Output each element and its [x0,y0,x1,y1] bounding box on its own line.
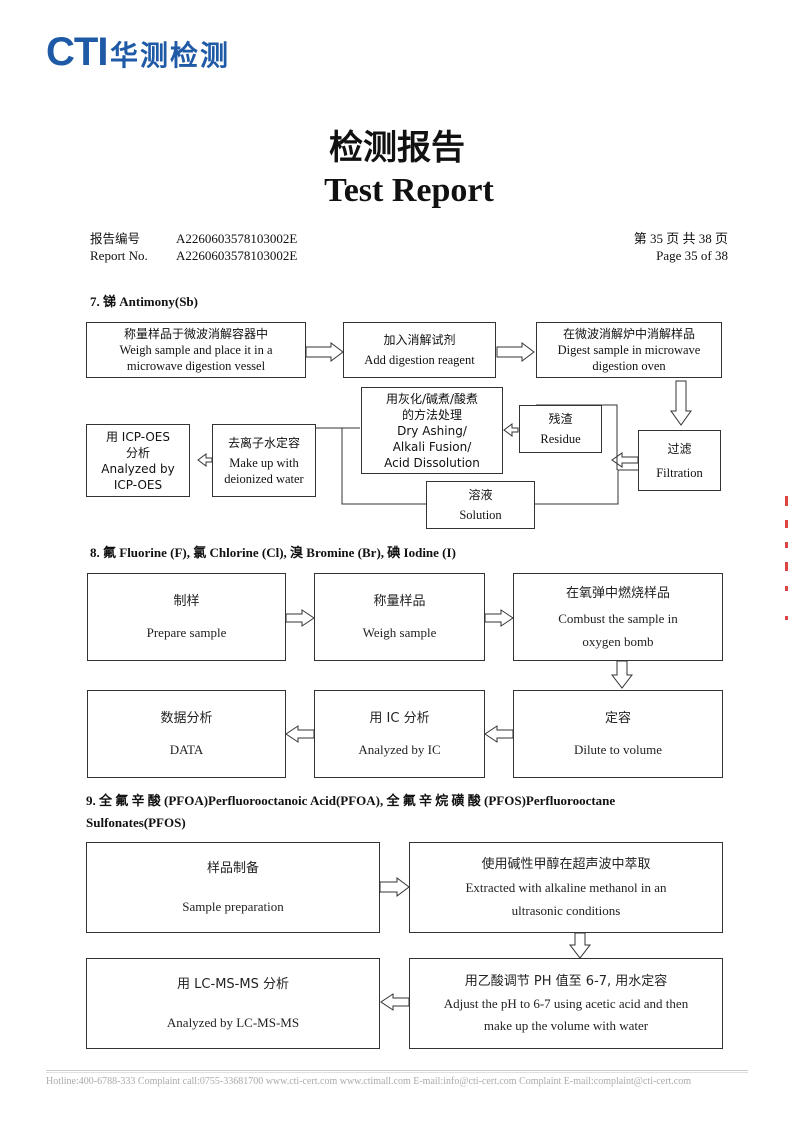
footer-divider-secondary [46,1072,748,1073]
step-lc-ms-ms: 用 LC-MS-MS 分析 Analyzed by LC-MS-MS [86,958,380,1049]
arrow-right [379,877,410,897]
footer-contact: Hotline:400-6788-333 Complaint call:0755… [46,1076,692,1087]
step-analyzed-by-ic: 用 IC 分析 Analyzed by IC [314,690,485,778]
arrow-down [610,660,634,689]
section-9-title: 9. 全 氟 辛 酸 (PFOA)Perfluorooctanoic Acid(… [86,793,616,808]
page-number-cn: 第 35 页 共 38 页 [633,231,728,246]
step-weigh-sample-vessel: 称量样品于微波消解容器中 Weigh sample and place it i… [86,322,306,378]
step-filtration: 过滤 Filtration [638,430,721,491]
arrow-left [197,453,213,467]
arrow-left [503,423,519,437]
arrow-down [670,380,692,426]
step-digest-microwave: 在微波消解炉中消解样品 Digest sample in microwave d… [536,322,722,378]
step-weigh-sample: 称量样品 Weigh sample [314,573,485,661]
arrow-down [568,932,592,959]
step-icp-oes: 用 ICP-OES 分析 Analyzed by ICP-OES [86,424,190,497]
step-sample-preparation: 样品制备 Sample preparation [86,842,380,933]
report-no-label-cn: 报告编号 [90,231,141,246]
report-no-label-en: Report No. [90,248,148,263]
step-dry-ashing: 用灰化/碱煮/酸煮 的方法处理 Dry Ashing/ Alkali Fusio… [361,387,503,474]
report-title-cn: 检测报告 [329,128,465,168]
step-dilute-to-volume: 定容 Dilute to volume [513,690,723,778]
step-add-digestion-reagent: 加入消解试剂 Add digestion reagent [343,322,496,378]
arrow-left [380,993,410,1011]
page-number-en: Page 35 of 38 [656,248,728,263]
arrow-left [611,452,639,468]
section-7-title: 7. 锑 Antimony(Sb) [90,294,198,309]
arrow-left [484,725,514,743]
footer-divider [46,1070,748,1071]
company-logo: CTI [46,30,108,74]
step-residue: 残渣 Residue [519,405,602,453]
report-title-en: Test Report [324,172,494,209]
step-solution: 溶液 Solution [426,481,535,529]
section-9-title-cont: Sulfonates(PFOS) [86,815,186,830]
step-extract-alkaline-methanol: 使用碱性甲醇在超声波中萃取 Extracted with alkaline me… [409,842,723,933]
arrow-right [484,609,514,627]
report-no-cn: A2260603578103002E [176,231,298,246]
step-adjust-ph: 用乙酸调节 PH 值至 6-7, 用水定容 Adjust the pH to 6… [409,958,723,1049]
step-make-up-deionized: 去离子水定容 Make up with deionized water [212,424,316,497]
arrow-right [496,342,535,362]
arrow-left [285,725,315,743]
seal-edge-mark [785,496,788,620]
company-logo-cn: 华测检测 [110,39,231,72]
step-prepare-sample: 制样 Prepare sample [87,573,286,661]
section-8-title: 8. 氟 Fluorine (F), 氯 Chlorine (Cl), 溴 Br… [90,545,456,560]
step-data-analysis: 数据分析 DATA [87,690,286,778]
arrow-right [305,342,344,362]
arrow-right [285,609,315,627]
step-combust-sample: 在氧弹中燃烧样品 Combust the sample in oxygen bo… [513,573,723,661]
report-no-en: A2260603578103002E [176,248,298,263]
